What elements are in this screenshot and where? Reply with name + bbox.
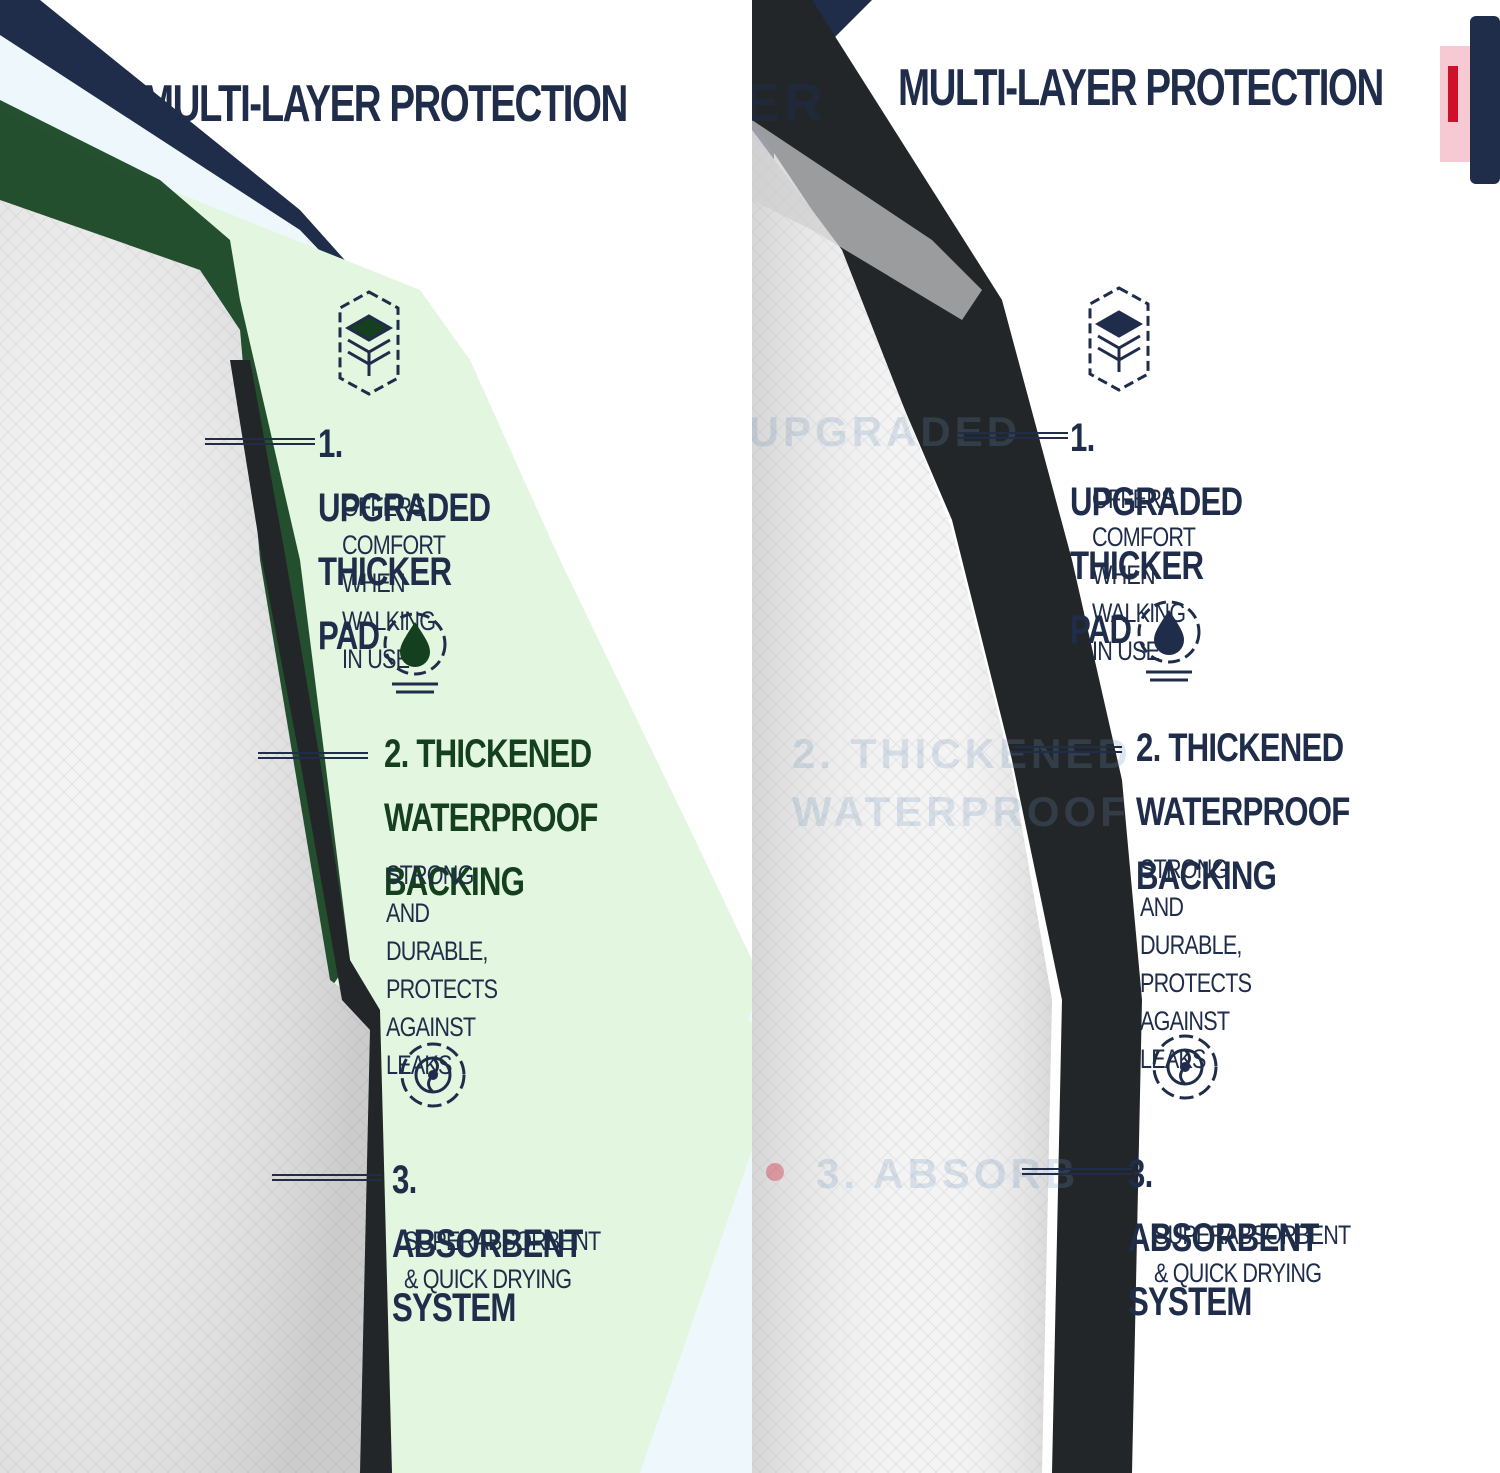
left-feature-2-description: STRONG AND DURABLE, PROTECTS AGAINST LEA…	[386, 860, 498, 1080]
waterproof-droplet-icon	[383, 612, 447, 694]
left-feature-1-connector	[205, 438, 315, 445]
right-panel: ER MULTI-LAYER PROTECTION 1. UPGRADED 2.…	[752, 0, 1500, 1473]
layers-shield-icon	[338, 290, 400, 396]
right-feature-1-headline: 1. UPGRADED THICKER PAD	[1070, 416, 1243, 652]
right-title-fragment: ER	[752, 73, 828, 133]
left-feature-1-description: OFFERS COMFORT WHEN WALKING IN USE	[342, 492, 446, 674]
right-feature-2-description: STRONG AND DURABLE, PROTECTS AGAINST LEA…	[1140, 854, 1252, 1074]
left-feature-3-description: SUPERABSORBENT & QUICK DRYING	[404, 1226, 601, 1294]
left-pad-layers-graphic	[0, 0, 752, 1473]
right-feature-3-headline: 3. ABSORBENT SYSTEM	[1128, 1152, 1319, 1324]
layers-shield-icon	[1088, 286, 1150, 392]
left-feature-1-headline: 1. UPGRADED THICKER PAD	[318, 422, 491, 658]
left-section-title: MULTI-LAYER PROTECTION	[142, 75, 628, 133]
right-feature-2-connector	[1012, 746, 1122, 753]
left-feature-3-headline: 3. ABSORBENT SYSTEM	[392, 1158, 583, 1330]
quick-dry-fan-icon	[1152, 1034, 1218, 1100]
left-feature-2-connector	[258, 752, 368, 759]
left-feature-2-headline: 2. THICKENED WATERPROOF BACKING	[384, 732, 598, 904]
right-section-title: MULTI-LAYER PROTECTION	[898, 59, 1384, 117]
right-ghost-label-2: 2. THICKENED	[792, 730, 1132, 777]
left-feature-3-connector	[272, 1174, 382, 1181]
right-feature-3-description: SUPERABSORBENT & QUICK DRYING	[1154, 1220, 1351, 1288]
quick-dry-fan-icon	[400, 1042, 466, 1108]
right-ghost-label-3: WATERPROOF	[792, 788, 1130, 835]
right-feature-1-connector	[958, 432, 1068, 439]
right-feature-2-headline: 2. THICKENED WATERPROOF BACKING	[1136, 726, 1350, 898]
waterproof-droplet-icon	[1137, 600, 1201, 682]
left-panel: MULTI-LAYER PROTECTION 1. UPGRADED THICK…	[0, 0, 752, 1473]
right-ghost-dot-2	[766, 1163, 784, 1181]
right-pad-layers-graphic	[752, 0, 1500, 1473]
right-feature-3-connector	[1022, 1168, 1132, 1175]
right-ghost-label-1: 1. UPGRADED	[752, 408, 1022, 455]
